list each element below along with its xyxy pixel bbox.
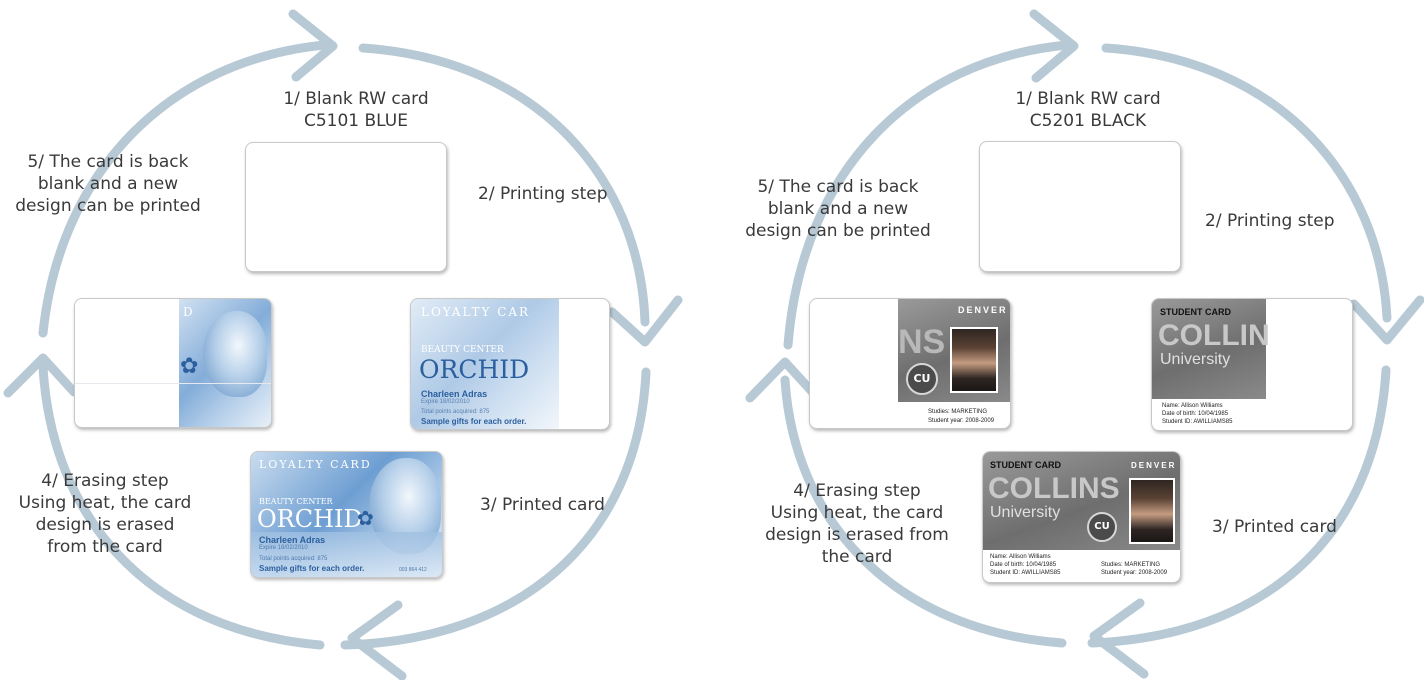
step2-label: 2/ Printing step <box>478 184 608 204</box>
flower-icon: ✿ <box>357 508 374 530</box>
printing-card-university: University <box>1160 351 1231 368</box>
printed-card-header: LOYALTY CARD <box>259 458 372 471</box>
printed-card-school: COLLINS <box>988 472 1120 505</box>
printing-card-name: Name: Allison Williams <box>1162 403 1223 409</box>
printing-card-header: LOYALTY CAR <box>421 305 531 319</box>
printed-card-header: STUDENT CARD <box>990 460 1061 470</box>
printed-card-subtitle: BEAUTY CENTER <box>259 497 333 506</box>
step1-label: 1/ Blank RW card C5201 BLACK <box>1015 89 1161 131</box>
cycle-arrow-head-right <box>607 295 683 347</box>
printed-card-id: Student ID: AWILLIAMS85 <box>990 570 1061 576</box>
printed-card-brand: ORCHID <box>257 505 363 533</box>
printed-card-name: Charleen Adras <box>259 535 326 545</box>
cycle-arrow-head-top <box>1029 9 1079 83</box>
printed-card-name: Name: Allison Williams <box>990 554 1051 560</box>
printing-card-footer: Sample gifts for each order. <box>421 417 527 426</box>
erasing-card-school: NS <box>898 323 946 361</box>
cycle-arrow-head-bottom <box>1089 598 1149 679</box>
printing-card: LOYALTY CAR BEAUTY CENTER ORCHID Charlee… <box>410 298 610 430</box>
cycle-arrows <box>3 9 683 680</box>
printed-card-city: DENVER <box>1131 461 1177 470</box>
erasing-card-city: DENVER <box>958 305 1008 315</box>
step3-label: 3/ Printed card <box>1212 517 1337 537</box>
step4-label: 4/ Erasing step Using heat, the card des… <box>765 481 949 567</box>
cycle-arrow-arc-bottom-left <box>780 375 1067 648</box>
printed-card-expire: Expire 18/02/2010 <box>259 545 308 551</box>
step5-label: 5/ The card is back blank and a new desi… <box>15 152 201 216</box>
cycle-diagram-blue: 1/ Blank RW card C5101 BLUE 2/ Printing … <box>3 9 683 680</box>
university-seal: CU <box>906 363 938 395</box>
step5-label: 5/ The card is back blank and a new desi… <box>745 177 931 241</box>
printing-card-school: COLLIN <box>1158 319 1270 352</box>
printing-card-points: Total points acquired: 875 <box>421 409 490 415</box>
erasing-card: D ✿ <box>74 298 272 428</box>
printing-card-header: STUDENT CARD <box>1160 307 1231 317</box>
flower-icon: ✿ <box>180 353 199 378</box>
blank-card <box>245 142 447 272</box>
printed-card-year: Student year: 2008-2009 <box>1101 570 1168 576</box>
cycle-arrow-arc-bottom-left <box>38 362 325 650</box>
cycle-arrow-arc-top-left <box>38 40 330 338</box>
printed-card-points: Total points acquired: 875 <box>259 556 328 562</box>
printed-card-university: University <box>990 504 1061 521</box>
printing-card-expire: Expire 18/02/2010 <box>421 399 470 405</box>
step2-label: 2/ Printing step <box>1205 211 1335 231</box>
printing-card-name: Charleen Adras <box>421 389 488 399</box>
cycle-arrow-arc-top-right <box>1101 43 1392 323</box>
cycle-arrow-arc-top-right <box>358 43 650 327</box>
step3-label: 3/ Printed card <box>480 495 605 515</box>
student-photo <box>1129 478 1175 544</box>
printing-card-subtitle: BEAUTY CENTER <box>421 345 504 355</box>
student-photo <box>950 327 998 393</box>
erasing-card-studies: Studies: MARKETING <box>928 409 988 415</box>
blank-card <box>979 141 1181 272</box>
cycle-arrow-arc-bottom-right <box>1087 365 1391 648</box>
printed-card-number: 003 864 412 <box>399 567 427 573</box>
step1-label: 1/ Blank RW card C5101 BLUE <box>283 89 429 131</box>
erasing-card-letter: D <box>183 305 193 319</box>
erasing-card: DENVER NS CU Studies: MARKETING Student … <box>809 298 1011 429</box>
printing-card-brand: ORCHID <box>419 355 530 384</box>
cycle-arrow-head-left <box>745 357 821 403</box>
printed-card: LOYALTY CARD BEAUTY CENTER ORCHID ✿ Char… <box>250 451 443 578</box>
printed-card-footer: Sample gifts for each order. <box>259 564 365 573</box>
university-seal: CU <box>1087 512 1117 542</box>
erasing-card-year: Student year: 2008-2009 <box>928 418 995 424</box>
printed-card-studies: Studies: MARKETING <box>1101 562 1161 568</box>
cycle-arrow-head-right <box>1349 295 1424 345</box>
cycle-arrow-head-bottom <box>347 600 407 680</box>
cycle-arrow-arc-bottom-right <box>340 367 651 650</box>
cycle-diagram-black: 1/ Blank RW card C5201 BLACK 2/ Printing… <box>712 0 1424 680</box>
cycle-arrow-arc-top-left <box>783 40 1072 350</box>
step4-label: 4/ Erasing step Using heat, the card des… <box>18 471 192 557</box>
printing-card: STUDENT CARD COLLIN University Name: All… <box>1151 298 1353 431</box>
printing-card-id: Student ID: AWILLIAMS85 <box>1162 419 1233 425</box>
printing-card-dob: Date of birth: 10/04/1985 <box>1162 411 1229 417</box>
cycle-arrow-head-top <box>288 9 338 82</box>
printed-card-dob: Date of birth: 10/04/1985 <box>990 562 1057 568</box>
cycle-arrow-head-left <box>3 353 79 398</box>
cycle-arrows <box>745 9 1424 679</box>
printed-card: STUDENT CARD DENVER COLLINS University C… <box>982 451 1181 583</box>
